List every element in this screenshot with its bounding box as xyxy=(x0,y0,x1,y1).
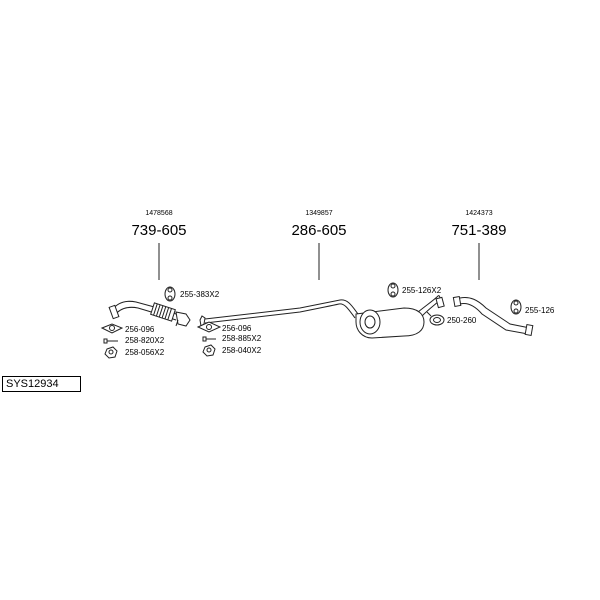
component-label[interactable]: 258-056X2 xyxy=(125,348,165,357)
bolt-icon xyxy=(103,338,118,344)
rubber-hanger-icon xyxy=(510,299,522,315)
nut-icon xyxy=(104,346,118,359)
component-label[interactable]: 256-096 xyxy=(222,324,252,333)
bolt-icon xyxy=(202,336,216,342)
component-label[interactable]: 255-126 xyxy=(525,306,555,315)
assembly-ref-rear: 1424373 xyxy=(465,210,492,217)
component-label[interactable]: 256-096 xyxy=(125,325,155,334)
rear-pipe-drawing[interactable] xyxy=(452,295,534,337)
rubber-hanger-icon xyxy=(387,282,399,298)
gasket-icon xyxy=(100,323,124,334)
nut-icon xyxy=(202,344,216,357)
middle-silencer-drawing[interactable] xyxy=(199,295,445,339)
component-label[interactable]: 258-820X2 xyxy=(125,336,165,345)
system-code-label: SYS12934 xyxy=(2,376,81,392)
clamp-icon xyxy=(426,311,445,326)
component-label[interactable]: 255-383X2 xyxy=(180,290,220,299)
rubber-hanger-icon xyxy=(164,286,176,302)
assembly-part-front-pipe[interactable]: 739-605 xyxy=(131,222,186,239)
assembly-ref-front: 1478568 xyxy=(145,210,172,217)
component-label[interactable]: 258-885X2 xyxy=(222,334,262,343)
assembly-part-middle-silencer[interactable]: 286-605 xyxy=(291,222,346,239)
component-label[interactable]: 258-040X2 xyxy=(222,346,262,355)
front-pipe-drawing[interactable] xyxy=(108,300,191,327)
component-label[interactable]: 250-260 xyxy=(447,316,477,325)
assembly-ref-middle: 1349857 xyxy=(305,210,332,217)
component-label[interactable]: 255-126X2 xyxy=(402,286,442,295)
assembly-part-rear-pipe[interactable]: 751-389 xyxy=(451,222,506,239)
gasket-icon xyxy=(196,321,222,333)
